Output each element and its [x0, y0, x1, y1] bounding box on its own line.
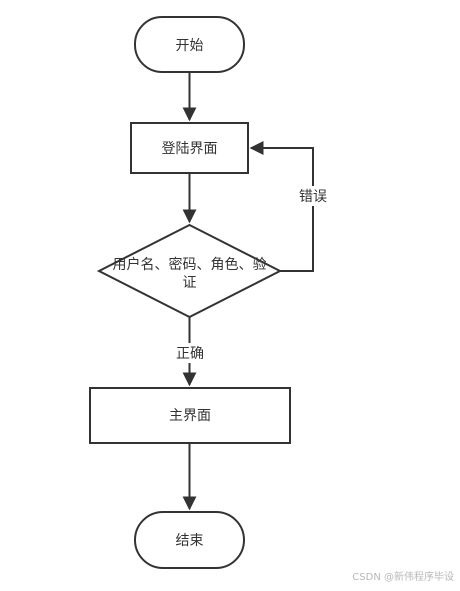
- end-label: 结束: [176, 533, 204, 549]
- login-node: 登陆界面: [130, 122, 249, 174]
- login-label: 登陆界面: [162, 141, 218, 157]
- verify-node: 用户名、密码、角色、验 证: [96, 223, 283, 319]
- end-node: 结束: [134, 511, 245, 569]
- edge-error-loop: [249, 141, 314, 272]
- watermark: CSDN @新伟程序毕设: [352, 572, 454, 583]
- start-label: 开始: [176, 38, 204, 54]
- main-node: 主界面: [89, 387, 291, 444]
- correct-label-bg: [172, 343, 208, 363]
- error-label: 错误: [299, 189, 327, 205]
- error-label-bg: [296, 186, 330, 206]
- verify-label-line2: 证: [183, 275, 197, 291]
- correct-label: 正确: [176, 346, 204, 362]
- verify-label-line1: 用户名、密码、角色、验: [113, 256, 267, 273]
- main-label: 主界面: [169, 408, 211, 424]
- start-node: 开始: [134, 16, 245, 73]
